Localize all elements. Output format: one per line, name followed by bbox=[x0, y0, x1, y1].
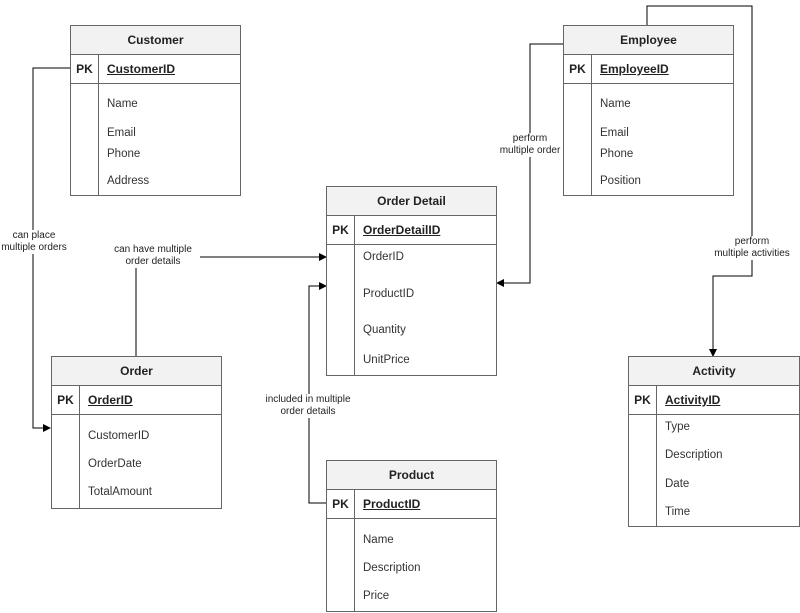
entity-order[interactable]: Order PK OrderID CustomerID OrderDate To… bbox=[51, 356, 222, 509]
primary-key-field: ActivityID bbox=[665, 393, 721, 407]
field: Date bbox=[665, 478, 690, 490]
field: Phone bbox=[600, 148, 634, 160]
field: UnitPrice bbox=[363, 354, 410, 366]
field: Phone bbox=[107, 148, 141, 160]
primary-key-field: CustomerID bbox=[107, 62, 176, 76]
entity-fields: Name Description Price bbox=[327, 518, 496, 611]
entity-title: Product bbox=[327, 461, 496, 490]
label-product-orderdetail: included in multiple order details bbox=[258, 394, 358, 418]
entity-title: Customer bbox=[71, 26, 240, 55]
primary-key-row: PK OrderID bbox=[52, 386, 221, 415]
entity-title: Activity bbox=[629, 357, 799, 386]
entity-fields: OrderID ProductID Quantity UnitPrice bbox=[327, 244, 496, 375]
entity-title: Order bbox=[52, 357, 221, 386]
connector-employee-orderdetail bbox=[496, 43, 563, 287]
field: Price bbox=[363, 590, 390, 602]
primary-key-row: PK CustomerID bbox=[71, 55, 240, 84]
entity-employee[interactable]: Employee PK EmployeeID Name Email Phone … bbox=[563, 25, 734, 196]
entity-fields: Name Email Phone Position bbox=[564, 83, 733, 195]
primary-key-row: PK ActivityID bbox=[629, 386, 799, 415]
field: Name bbox=[363, 534, 394, 546]
primary-key-row: PK ProductID bbox=[327, 490, 496, 519]
entity-customer[interactable]: Customer PK CustomerID Name Email Phone … bbox=[70, 25, 241, 196]
primary-key-row: PK OrderDetailID bbox=[327, 216, 496, 245]
primary-key-field: OrderDetailID bbox=[363, 223, 441, 237]
field: OrderID bbox=[363, 251, 404, 263]
connector-employee-activity bbox=[646, 5, 753, 357]
primary-key-field: EmployeeID bbox=[600, 62, 669, 76]
entity-title: Order Detail bbox=[327, 187, 496, 216]
entity-title: Employee bbox=[564, 26, 733, 55]
entity-activity[interactable]: Activity PK ActivityID Type Description … bbox=[628, 356, 800, 527]
field: ProductID bbox=[363, 288, 415, 300]
field: Description bbox=[665, 449, 723, 461]
entity-fields: CustomerID OrderDate TotalAmount bbox=[52, 414, 221, 508]
pk-label: PK bbox=[564, 55, 592, 83]
pk-label: PK bbox=[71, 55, 99, 83]
primary-key-field: OrderID bbox=[88, 393, 133, 407]
field: TotalAmount bbox=[88, 486, 152, 498]
pk-label: PK bbox=[327, 490, 355, 518]
field: Address bbox=[107, 175, 150, 187]
field: Email bbox=[107, 127, 136, 139]
label-order-orderdetail: can have multiple order details bbox=[106, 244, 200, 268]
entity-fields: Type Description Date Time bbox=[629, 414, 799, 526]
connector-order-orderdetail bbox=[135, 253, 327, 357]
field: Name bbox=[107, 98, 138, 110]
field: Description bbox=[363, 562, 421, 574]
entity-product[interactable]: Product PK ProductID Name Description Pr… bbox=[326, 460, 497, 612]
entity-order-detail[interactable]: Order Detail PK OrderDetailID OrderID Pr… bbox=[326, 186, 497, 376]
pk-label: PK bbox=[629, 386, 657, 414]
pk-label: PK bbox=[52, 386, 80, 414]
pk-label: PK bbox=[327, 216, 355, 244]
field: CustomerID bbox=[88, 430, 150, 442]
label-customer-order: can place multiple orders bbox=[0, 230, 68, 254]
field: Name bbox=[600, 98, 631, 110]
field: Time bbox=[665, 506, 691, 518]
label-employee-orderdetail: perform multiple order bbox=[497, 133, 563, 157]
field: Email bbox=[600, 127, 629, 139]
field: Position bbox=[600, 175, 641, 187]
primary-key-row: PK EmployeeID bbox=[564, 55, 733, 84]
label-employee-activity: perform multiple activities bbox=[708, 236, 796, 260]
entity-fields: Name Email Phone Address bbox=[71, 83, 240, 195]
primary-key-field: ProductID bbox=[363, 497, 421, 511]
field: Type bbox=[665, 421, 690, 433]
field: OrderDate bbox=[88, 458, 142, 470]
field: Quantity bbox=[363, 324, 406, 336]
